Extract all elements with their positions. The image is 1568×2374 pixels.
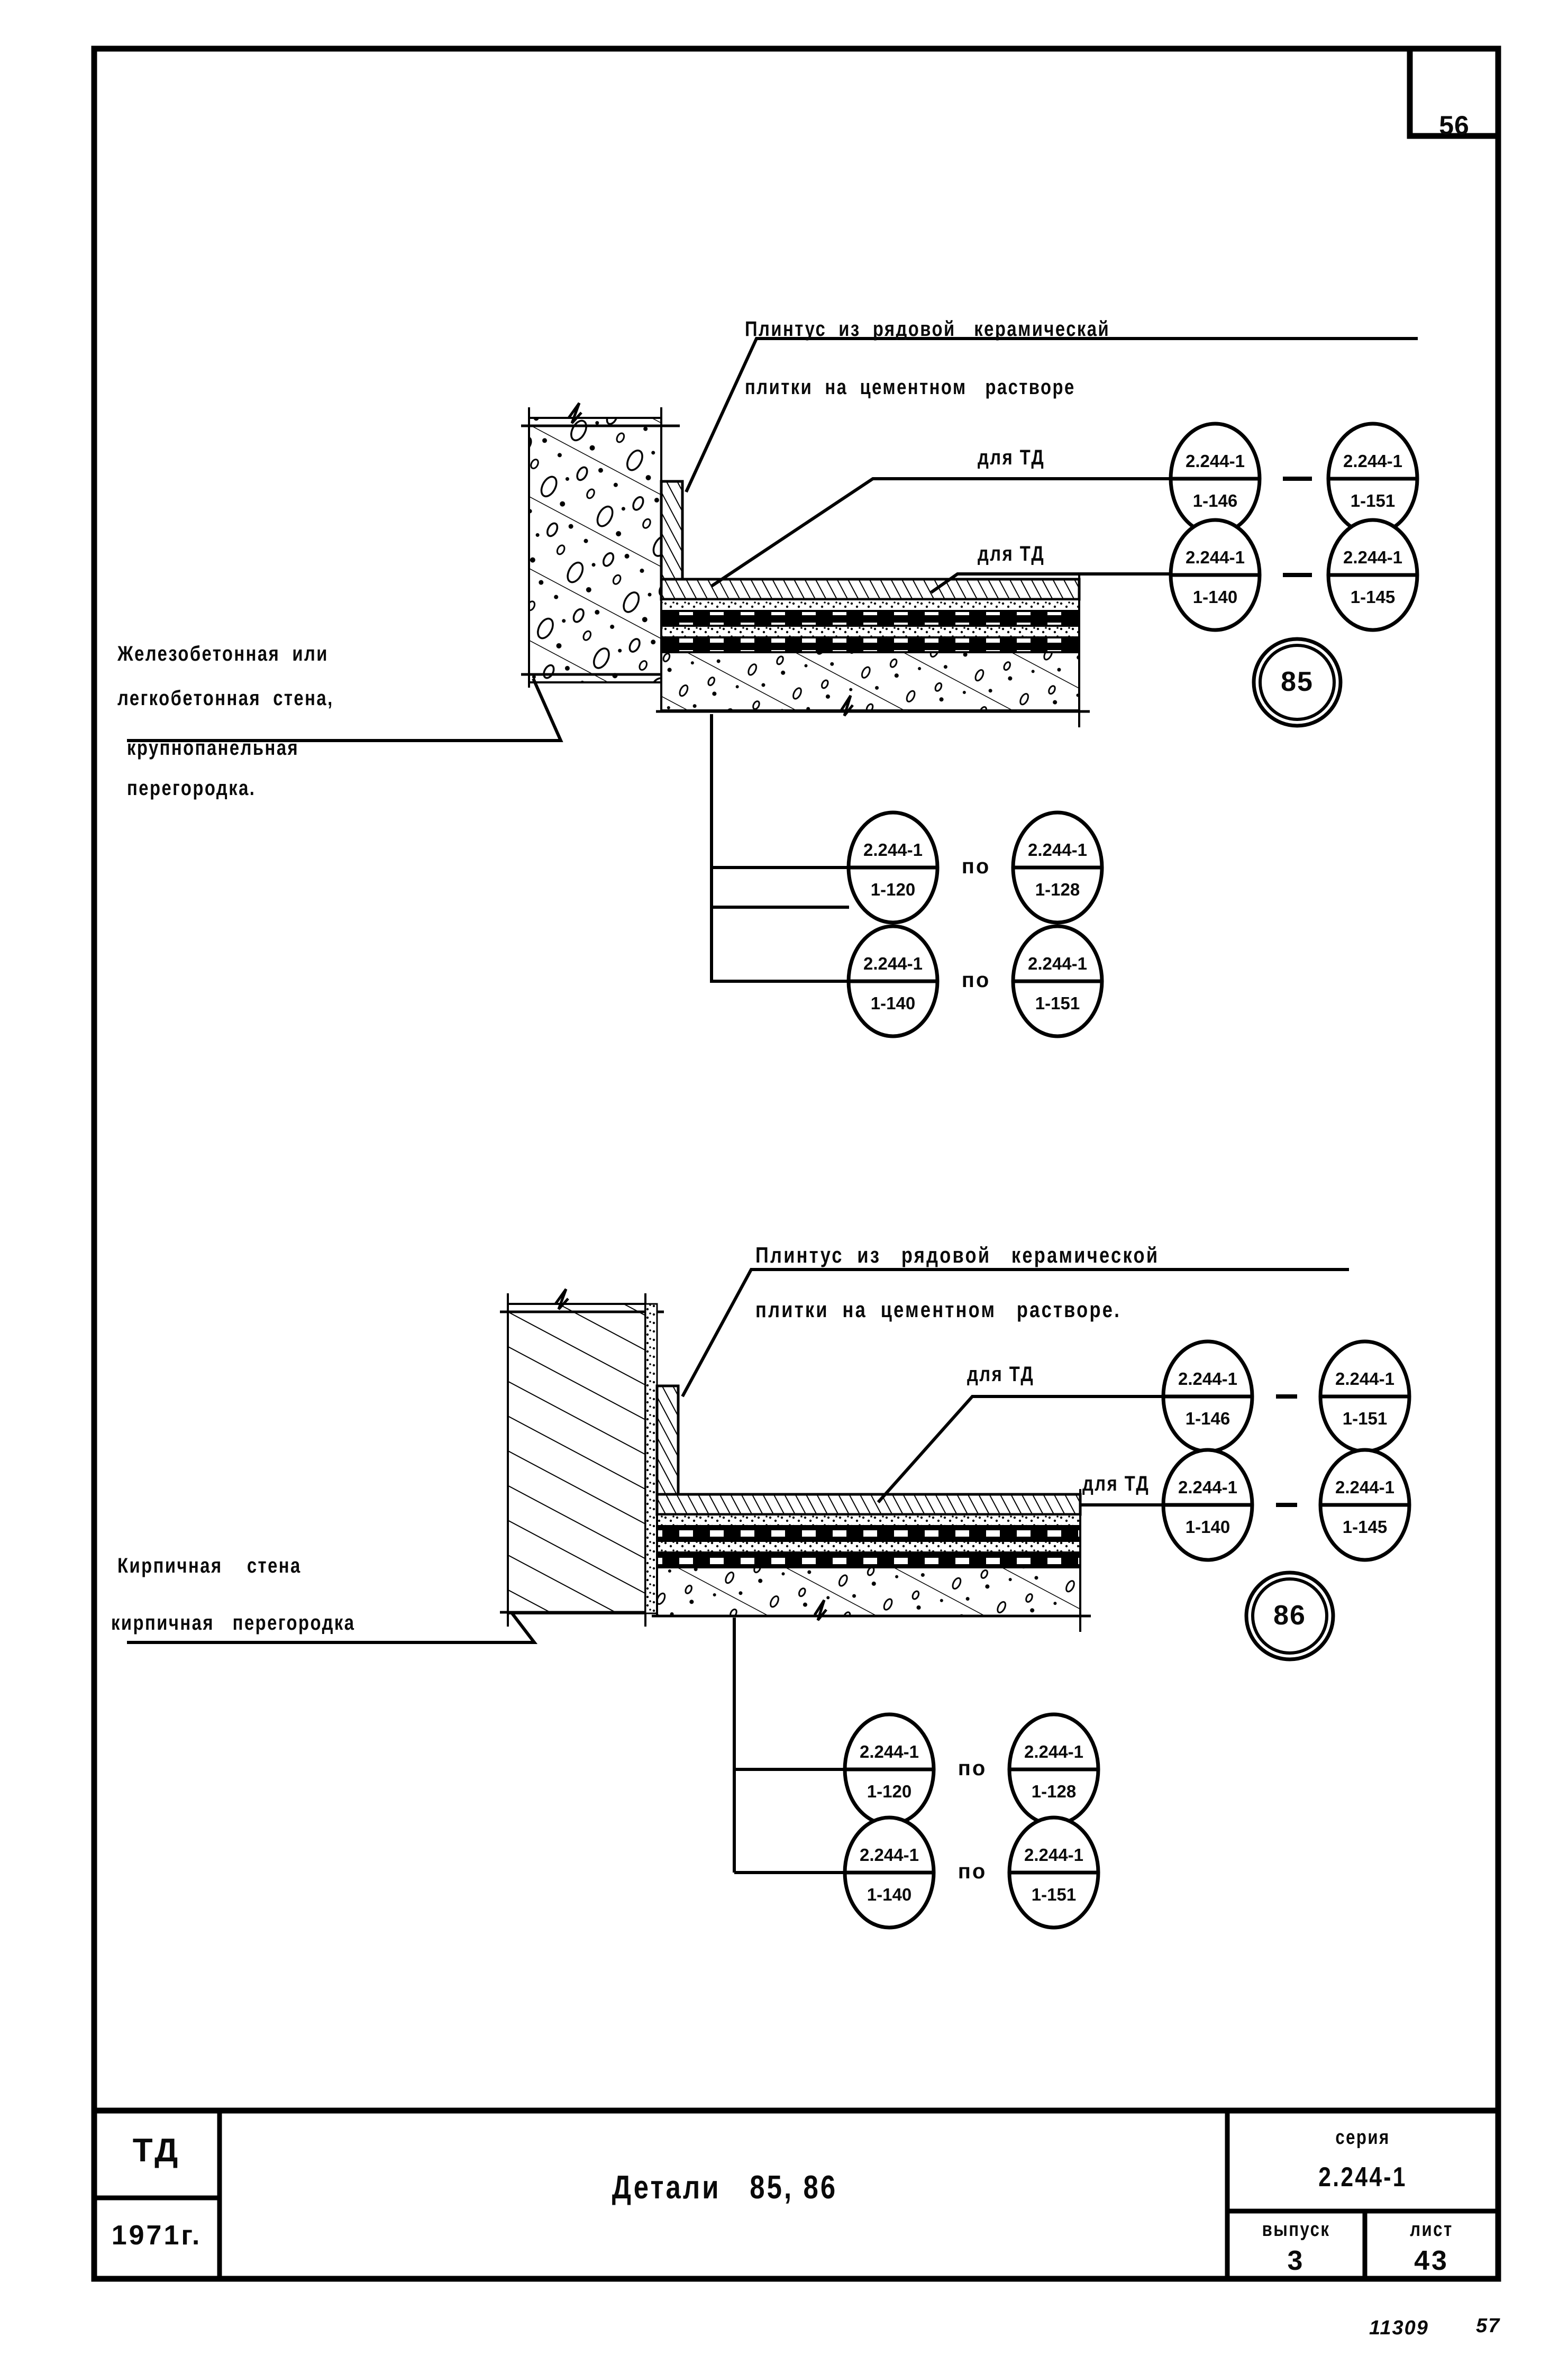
detail-86-floor-ref-2a-top: 2.244-1 (860, 1845, 919, 1865)
detail-86-plinth-note-line2: плитки на цементном растворе. (755, 1297, 1122, 1322)
detail-85-plinth-note-line2: плитки на цементном растворе (745, 376, 1075, 399)
title-block-stamp: ТД (132, 2132, 181, 2169)
detail-86-leader-label-1: для ТД (967, 1363, 1035, 1386)
detail-86-floor-ref-1a-bottom: 1-120 (867, 1782, 912, 1801)
detail-85-bubble-1a-top: 2.244-1 (1186, 451, 1245, 471)
detail-85-bubble-1a-bottom: 1-146 (1192, 491, 1238, 510)
detail-85-leader-label-2: для ТД (978, 542, 1045, 565)
title-block-title: Детали 85, 86 (612, 2169, 838, 2206)
detail-86-bubble-2b-top: 2.244-1 (1335, 1477, 1394, 1497)
detail-86-bubble-1b-bottom: 1-151 (1342, 1409, 1388, 1428)
bottom-scrawl-number: 57 (1476, 2315, 1501, 2337)
detail-85-wall-note-line2: легкобетонная стена, (117, 687, 334, 710)
detail-85-bubble-2a-top: 2.244-1 (1186, 547, 1245, 567)
detail-85-number: 85 (1281, 666, 1314, 697)
detail-85-floor-ref-1-separator: по (961, 855, 991, 878)
title-block-series-label: серия (1335, 2126, 1390, 2149)
detail-86-floor-ref-2a-bottom: 1-140 (867, 1885, 912, 1904)
detail-85-floor-ref-2b-top: 2.244-1 (1028, 954, 1087, 973)
detail-86-bubble-1a-bottom: 1-146 (1185, 1409, 1230, 1428)
detail-85-bubble-2b-bottom: 1-145 (1350, 587, 1396, 607)
title-block-issue-label: выпуск (1262, 2218, 1330, 2241)
title-block-series-value: 2.244-1 (1318, 2162, 1407, 2193)
detail-85-floor-ref-2b-bottom: 1-151 (1035, 993, 1080, 1013)
detail-85-wall-note-line4: перегородка. (127, 777, 256, 800)
detail-86-bubble-1b-top: 2.244-1 (1335, 1369, 1394, 1389)
detail-86-bubble-2b-bottom: 1-145 (1342, 1517, 1388, 1537)
detail-85-leader-label-1: для ТД (978, 446, 1045, 469)
detail-85-wall-note-line1: Железобетонная или (117, 642, 329, 665)
title-block-year: 1971г. (111, 2220, 202, 2251)
detail-85-floor-ref-1b-top: 2.244-1 (1028, 840, 1087, 860)
detail-86-bubble-1a-top: 2.244-1 (1178, 1369, 1237, 1389)
detail-85-drawing (127, 337, 1419, 1038)
detail-86-floor-ref-1b-top: 2.244-1 (1024, 1742, 1083, 1761)
detail-86-floor-ref-2-separator: по (958, 1860, 987, 1883)
bottom-scrawl-code: 11309 (1369, 2317, 1429, 2339)
detail-86-floor-ref-2b-top: 2.244-1 (1024, 1845, 1083, 1865)
detail-85-floor-ref-2a-bottom: 1-140 (870, 993, 916, 1013)
detail-85-plinth-note-line1: Плинтус из рядовой керамическай (745, 317, 1110, 341)
detail-85-floor-ref-1b-bottom: 1-128 (1035, 880, 1080, 899)
detail-86-bubble-2a-bottom: 1-140 (1185, 1517, 1230, 1537)
detail-85-floor-ref-1a-top: 2.244-1 (863, 840, 923, 860)
title-block-sheet-value: 43 (1414, 2245, 1449, 2276)
detail-85-bubble-1b-top: 2.244-1 (1343, 451, 1402, 471)
detail-86-floor-ref-1b-bottom: 1-128 (1031, 1782, 1077, 1801)
detail-85-floor-ref-2a-top: 2.244-1 (863, 954, 923, 973)
page-number: 56 (1439, 111, 1470, 140)
detail-86-bubble-2a-top: 2.244-1 (1178, 1477, 1237, 1497)
detail-85-bubble-2a-bottom: 1-140 (1192, 587, 1238, 607)
title-block-frame (94, 2107, 1498, 2279)
detail-86-plinth-note-line1: Плинтус из рядовой керамической (755, 1243, 1160, 1267)
detail-85-wall-note-line3: крупнопанельная (127, 736, 299, 760)
detail-85-floor-ref-2-separator: по (961, 969, 991, 992)
detail-86-floor-ref-1-separator: по (958, 1757, 987, 1780)
detail-85-bubble-1b-bottom: 1-151 (1350, 491, 1396, 510)
detail-86-number: 86 (1273, 1600, 1306, 1631)
sheet-frame (91, 45, 1501, 2282)
detail-86-wall-note-line1: Кирпичная стена (117, 1554, 302, 1577)
title-block-issue-value: 3 (1287, 2245, 1305, 2276)
detail-85-bubble-2b-top: 2.244-1 (1343, 547, 1402, 567)
detail-86-floor-ref-2b-bottom: 1-151 (1031, 1885, 1077, 1904)
detail-86-drawing (127, 1268, 1411, 1930)
detail-86-leader-label-2: для ТД (1082, 1472, 1150, 1495)
detail-86-floor-ref-1a-top: 2.244-1 (860, 1742, 919, 1761)
detail-85-floor-ref-1a-bottom: 1-120 (870, 880, 916, 899)
detail-86-wall-note-line2: кирпичная перегородка (111, 1611, 355, 1635)
title-block-sheet-label: лист (1410, 2218, 1453, 2241)
